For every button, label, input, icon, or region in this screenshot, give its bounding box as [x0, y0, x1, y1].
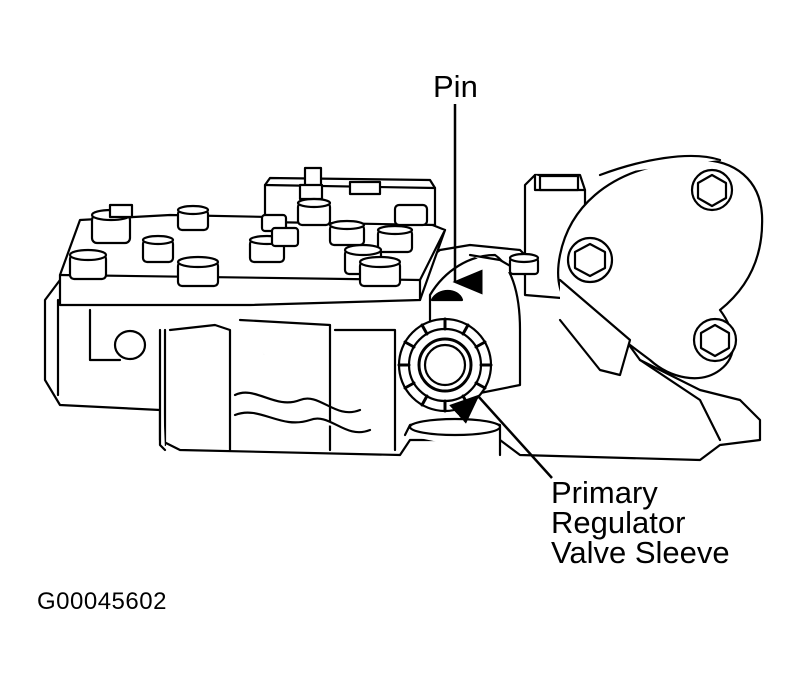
primary-regulator-valve-sleeve	[397, 317, 493, 413]
pin-label: Pin	[433, 69, 478, 104]
housing-port-left	[113, 329, 147, 361]
sleeve-label: Primary Regulator Valve Sleeve	[551, 475, 730, 570]
sleeve-label-line1: Primary	[551, 475, 658, 510]
plate-bolts	[68, 197, 429, 288]
sleeve-leader-arrow	[449, 394, 553, 479]
sleeve-label-line3: Valve Sleeve	[551, 535, 730, 570]
figure-id: G00045602	[37, 588, 167, 615]
sleeve-label-line2: Regulator	[551, 505, 686, 540]
cover-bolts	[566, 168, 738, 363]
